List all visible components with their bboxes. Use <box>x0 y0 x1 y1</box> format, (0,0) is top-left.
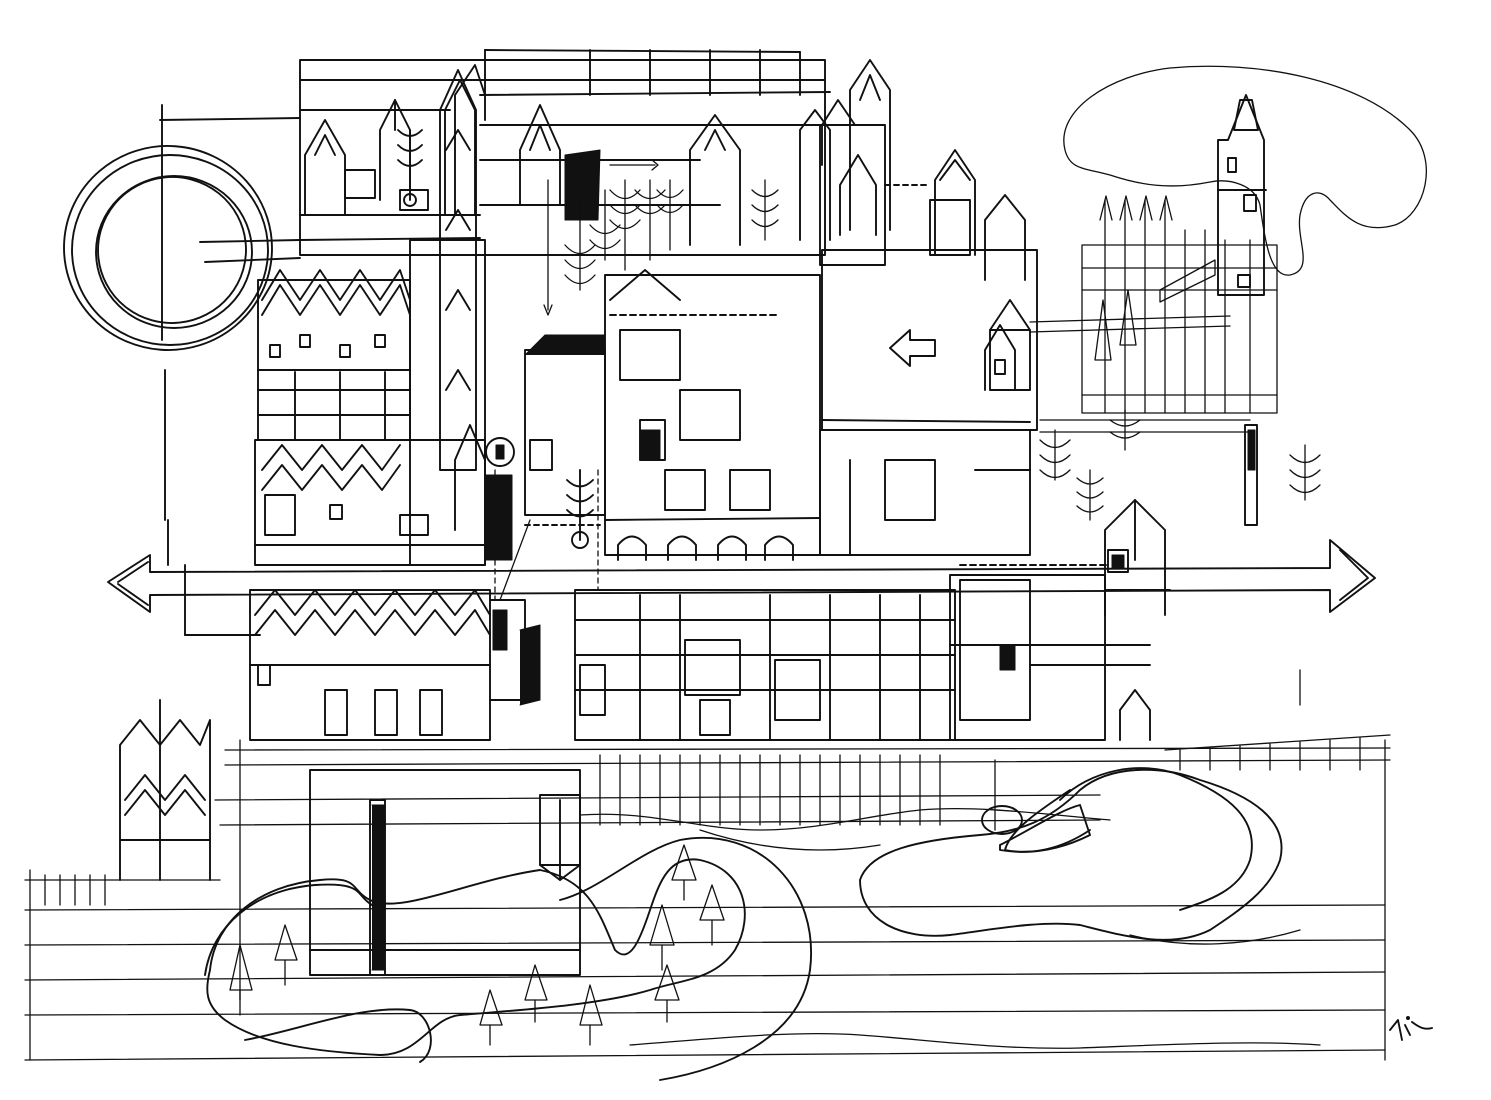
upper-building-block <box>299 49 891 256</box>
artist-signature <box>1389 1016 1433 1041</box>
right-small-house <box>1104 499 1166 616</box>
zigzag-block-lower <box>249 589 541 741</box>
right-colonnade <box>1029 195 1278 433</box>
trees-right <box>1039 409 1321 521</box>
left-zigzag-house <box>119 699 211 881</box>
trees-lower <box>229 844 725 1046</box>
sun-circle <box>63 104 301 566</box>
lower-right-block <box>949 574 1171 741</box>
landscape-outline-left <box>204 837 813 1081</box>
plaza-building <box>309 769 581 976</box>
zigzag-block-middle <box>254 424 513 566</box>
cloud-outline <box>1063 65 1427 276</box>
landscape-outline-right <box>859 767 1283 941</box>
ground-lines <box>24 734 1391 1061</box>
upper-right-houses <box>819 99 1038 431</box>
center-tower <box>409 69 515 566</box>
lower-center-block <box>574 589 956 741</box>
center-middle-block <box>524 269 821 561</box>
wavy-path <box>579 808 1321 1049</box>
connector-lines <box>494 469 1301 831</box>
tree-cluster-upper <box>543 159 779 316</box>
church-tower <box>1217 94 1267 526</box>
horizontal-axis-arrow <box>107 539 1376 636</box>
zigzag-block-upper <box>257 269 411 441</box>
right-middle-block <box>819 429 1031 556</box>
